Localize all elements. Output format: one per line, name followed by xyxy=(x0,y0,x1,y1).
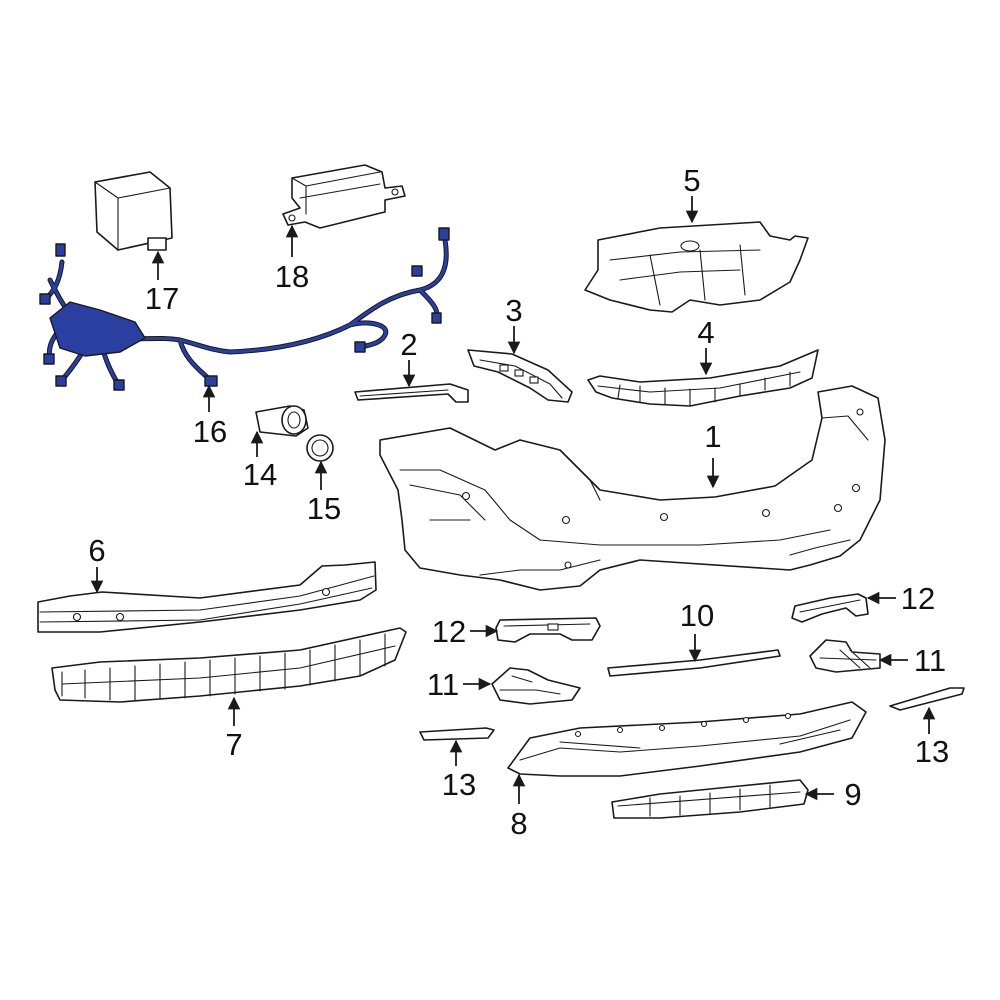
callout-11-left: 11 xyxy=(427,667,459,702)
callout-13-left: 13 xyxy=(442,767,476,802)
callout-10: 10 xyxy=(680,598,714,633)
callout-5: 5 xyxy=(683,163,700,198)
part-13-left-reflector xyxy=(419,727,495,741)
callout-6: 6 xyxy=(88,533,105,568)
part-12-left-bracket xyxy=(495,617,601,643)
callout-4: 4 xyxy=(697,315,714,350)
part-8-lower-valance xyxy=(507,701,867,777)
callout-1: 1 xyxy=(704,419,721,454)
callout-17: 17 xyxy=(145,281,179,316)
callout-13-right: 13 xyxy=(915,734,949,769)
part-5-underbody-shield xyxy=(584,221,809,313)
part-4-energy-absorber xyxy=(587,349,819,407)
callout-9: 9 xyxy=(844,777,861,812)
part-6-reinforcement-beam xyxy=(37,561,377,633)
part-2-mounting-strip xyxy=(354,383,469,403)
callout-7: 7 xyxy=(225,727,242,762)
part-11-left-housing xyxy=(491,667,581,705)
callout-labels: 1 2 3 4 5 6 7 8 9 10 11 11 12 12 13 13 1… xyxy=(88,163,949,841)
part-15-sensor-ring xyxy=(306,434,334,462)
part-13-right-reflector xyxy=(889,687,965,711)
part-10-trim-strip xyxy=(607,649,781,677)
part-1-bumper-fascia xyxy=(379,385,886,591)
callout-8: 8 xyxy=(510,806,527,841)
part-9-lower-support xyxy=(611,779,809,819)
part-16-wiring-harness xyxy=(39,227,450,391)
part-7-lower-absorber xyxy=(51,627,407,703)
callout-11-right: 11 xyxy=(914,643,946,678)
callout-12-right: 12 xyxy=(901,581,935,616)
callout-2: 2 xyxy=(400,327,417,362)
part-11-right-housing xyxy=(809,639,881,673)
leader-lines xyxy=(90,196,936,804)
callout-14: 14 xyxy=(243,457,277,492)
callout-3: 3 xyxy=(505,293,522,328)
callout-12-left: 12 xyxy=(432,614,466,649)
part-14-park-sensor xyxy=(255,405,309,437)
callout-15: 15 xyxy=(307,491,341,526)
callout-16: 16 xyxy=(193,414,227,449)
part-18-sensor-module xyxy=(282,164,406,229)
part-12-right-bracket xyxy=(791,593,869,623)
part-17-control-module xyxy=(94,171,173,251)
part-3-bracket xyxy=(467,349,573,403)
callout-18: 18 xyxy=(275,259,309,294)
